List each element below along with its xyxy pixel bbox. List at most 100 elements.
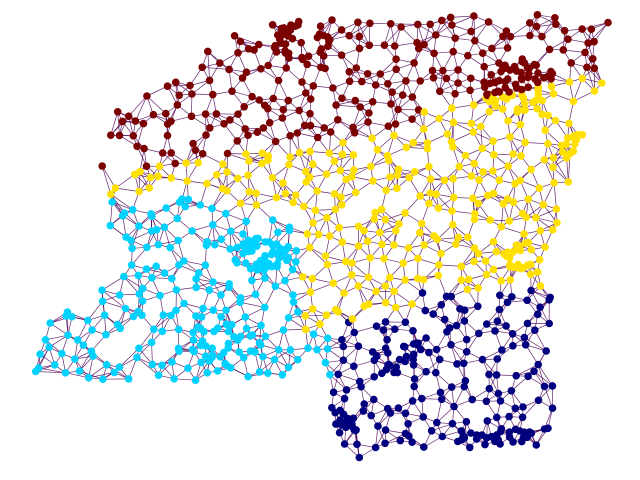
graph-node-west <box>209 278 217 286</box>
graph-node-middle <box>236 199 245 208</box>
graph-node-middle <box>457 262 466 271</box>
graph-node-north <box>394 105 402 114</box>
graph-node-west <box>227 227 235 235</box>
graph-node-north <box>107 131 115 139</box>
graph-node-middle <box>309 219 317 227</box>
graph-node-middle <box>550 179 558 187</box>
graph-node-north <box>259 124 268 132</box>
graph-node-middle <box>390 241 398 249</box>
graph-node-west <box>154 371 163 380</box>
graph-node-south <box>483 417 492 425</box>
graph-node-west <box>156 291 164 300</box>
graph-node-north <box>480 62 489 71</box>
graph-node-middle <box>524 195 533 203</box>
graph-node-west <box>73 336 82 344</box>
graph-node-north <box>436 87 444 96</box>
graph-node-middle <box>351 188 360 197</box>
graph-edge <box>451 15 475 26</box>
graph-node-north <box>306 109 314 118</box>
graph-node-south <box>391 325 399 334</box>
graph-node-north <box>338 94 346 103</box>
graph-node-north <box>524 83 532 92</box>
graph-node-north <box>354 18 362 27</box>
graph-node-west <box>246 332 255 340</box>
graph-node-middle <box>223 187 231 195</box>
graph-node-south <box>414 339 423 348</box>
graph-node-middle <box>354 222 363 231</box>
graph-node-west <box>188 227 196 235</box>
graph-node-west <box>292 247 301 255</box>
graph-node-north <box>540 74 548 82</box>
graph-node-north <box>191 146 200 154</box>
graph-node-middle <box>495 176 504 184</box>
graph-node-middle <box>500 250 508 258</box>
graph-node-north <box>316 48 324 56</box>
graph-node-middle <box>313 187 322 195</box>
graph-node-north <box>451 90 459 98</box>
graph-node-west <box>138 297 147 305</box>
graph-node-middle <box>155 162 164 171</box>
graph-node-west <box>268 262 276 271</box>
graph-node-west <box>248 276 256 285</box>
graph-node-north <box>309 82 318 90</box>
graph-node-middle <box>408 300 416 308</box>
graph-edge <box>211 190 228 209</box>
graph-edge <box>309 247 328 265</box>
graph-node-middle <box>449 193 458 202</box>
graph-node-north <box>326 128 335 136</box>
graph-node-south <box>496 397 505 405</box>
graph-node-north <box>332 101 340 109</box>
graph-node-north <box>484 18 493 26</box>
graph-node-west <box>128 206 137 214</box>
graph-node-middle <box>469 194 477 203</box>
graph-edge <box>500 203 504 227</box>
graph-node-middle <box>539 200 548 209</box>
graph-node-north <box>487 71 496 79</box>
graph-node-north <box>202 131 210 139</box>
graph-node-south <box>495 305 504 314</box>
graph-node-middle <box>272 193 281 202</box>
graph-node-middle <box>520 99 529 108</box>
graph-node-north <box>198 150 207 158</box>
graph-node-north <box>175 91 183 100</box>
graph-node-west <box>184 364 192 373</box>
graph-node-north <box>567 59 575 67</box>
graph-node-middle <box>533 105 541 113</box>
graph-node-middle <box>516 176 524 185</box>
graph-node-west <box>309 330 318 339</box>
graph-node-middle <box>434 271 443 280</box>
graph-edge <box>138 329 155 349</box>
graph-node-west <box>281 276 289 285</box>
graph-node-middle <box>258 149 267 157</box>
graph-node-middle <box>410 168 419 176</box>
graph-node-middle <box>371 208 379 217</box>
graph-node-middle <box>433 235 442 244</box>
graph-node-west <box>184 195 193 204</box>
graph-node-north <box>133 142 141 151</box>
graph-node-middle <box>516 120 525 129</box>
graph-node-middle <box>452 240 460 248</box>
graph-node-south <box>355 453 364 462</box>
graph-node-west <box>134 271 143 280</box>
graph-node-north <box>253 128 262 136</box>
graph-edge <box>136 123 144 147</box>
graph-node-north <box>483 90 491 99</box>
graph-node-north <box>272 48 281 56</box>
graph-node-south <box>485 384 494 393</box>
graph-node-middle <box>394 165 403 174</box>
graph-node-middle <box>348 271 356 279</box>
graph-node-south <box>371 443 380 452</box>
graph-node-north <box>380 41 389 49</box>
graph-node-south <box>491 437 499 446</box>
graph-node-north <box>559 46 568 54</box>
graph-node-west <box>142 265 151 273</box>
graph-node-south <box>394 404 403 412</box>
graph-node-west <box>121 304 130 313</box>
graph-node-middle <box>111 184 120 192</box>
graph-edge <box>516 364 539 377</box>
graph-node-north <box>451 34 460 42</box>
graph-node-middle <box>434 204 443 212</box>
graph-node-middle <box>565 78 574 86</box>
graph-node-west <box>239 230 247 238</box>
